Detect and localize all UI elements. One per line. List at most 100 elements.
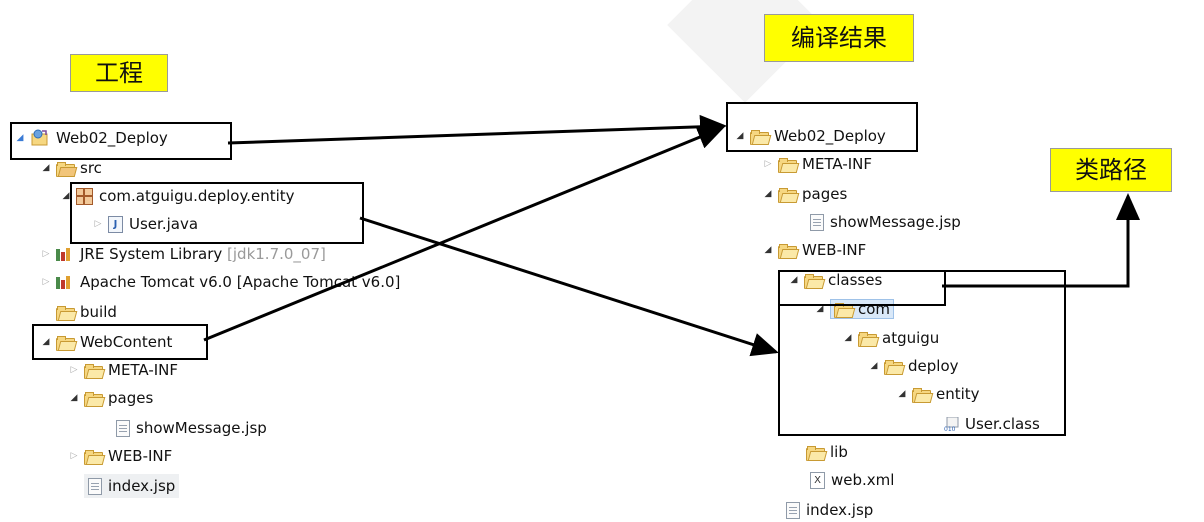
right-deploy-label: deploy bbox=[908, 357, 959, 375]
right-web-inf-node[interactable]: ◢ WEB-INF bbox=[762, 238, 867, 262]
java-file-icon: J bbox=[108, 215, 123, 233]
right-show-message-label: showMessage.jsp bbox=[830, 213, 961, 231]
classpath-callout-text: 类路径 bbox=[1075, 156, 1147, 184]
collapse-arrow-icon[interactable]: ▷ bbox=[42, 277, 50, 287]
right-user-class-label: User.class bbox=[965, 415, 1040, 433]
expand-arrow-icon[interactable]: ◢ bbox=[736, 131, 744, 141]
folder-icon bbox=[56, 335, 78, 351]
right-web-xml-node[interactable]: X web.xml bbox=[810, 468, 894, 492]
package-icon bbox=[76, 187, 93, 205]
left-jre-version: [jdk1.7.0_07] bbox=[227, 245, 326, 263]
right-meta-inf-node[interactable]: ▷ META-INF bbox=[762, 152, 873, 176]
folder-icon bbox=[84, 449, 106, 465]
collapse-arrow-icon[interactable]: ▷ bbox=[70, 365, 78, 375]
svg-text:010: 010 bbox=[944, 426, 956, 432]
folder-icon bbox=[806, 445, 828, 461]
left-webcontent-label: WebContent bbox=[80, 333, 173, 351]
right-web-inf-label: WEB-INF bbox=[802, 241, 867, 259]
xml-file-icon: X bbox=[810, 471, 825, 489]
left-meta-inf-node[interactable]: ▷ META-INF bbox=[68, 358, 179, 382]
expand-arrow-icon[interactable]: ◢ bbox=[898, 389, 906, 399]
folder-icon bbox=[84, 363, 106, 379]
left-user-java-node[interactable]: ▷ J User.java bbox=[92, 212, 198, 236]
folder-icon bbox=[778, 187, 800, 203]
folder-icon bbox=[912, 387, 934, 403]
right-index-node[interactable]: index.jsp bbox=[786, 498, 873, 522]
right-classes-label-frame bbox=[778, 270, 946, 306]
right-project-label: Web02_Deploy bbox=[774, 127, 886, 145]
folder-icon bbox=[778, 157, 800, 173]
collapse-arrow-icon[interactable]: ▷ bbox=[94, 219, 102, 229]
classpath-callout: 类路径 bbox=[1050, 148, 1172, 192]
folder-icon bbox=[858, 331, 880, 347]
right-classes-node[interactable]: ◢ classes bbox=[788, 268, 883, 292]
left-web-inf-node[interactable]: ▷ WEB-INF bbox=[68, 444, 173, 468]
right-user-class-node[interactable]: 010 User.class bbox=[944, 412, 1040, 436]
project-callout: 工程 bbox=[70, 54, 168, 92]
left-tomcat-label: Apache Tomcat v6.0 bbox=[80, 273, 232, 291]
right-entity-label: entity bbox=[936, 385, 980, 403]
expand-arrow-icon[interactable]: ◢ bbox=[42, 163, 50, 173]
left-build-node[interactable]: build bbox=[56, 300, 117, 324]
left-src-node[interactable]: ◢ src bbox=[40, 156, 102, 180]
left-src-label: src bbox=[80, 159, 102, 177]
left-jre-node[interactable]: ▷ JRE System Library [jdk1.7.0_07] bbox=[40, 242, 326, 266]
left-meta-inf-label: META-INF bbox=[108, 361, 179, 379]
left-project-label: Web02_Deploy bbox=[56, 129, 168, 147]
right-deploy-node[interactable]: ◢ deploy bbox=[868, 354, 959, 378]
right-pages-node[interactable]: ◢ pages bbox=[762, 182, 848, 206]
folder-icon bbox=[750, 129, 772, 145]
left-build-label: build bbox=[80, 303, 117, 321]
expand-arrow-icon[interactable]: ◢ bbox=[844, 333, 852, 343]
source-to-classes-arrow bbox=[359, 216, 779, 357]
right-pages-label: pages bbox=[802, 185, 848, 203]
left-webcontent-node[interactable]: ◢ WebContent bbox=[40, 330, 173, 354]
right-atguigu-node[interactable]: ◢ atguigu bbox=[842, 326, 940, 350]
class-file-icon: 010 bbox=[944, 416, 960, 433]
left-index-label: index.jsp bbox=[108, 477, 176, 495]
left-package-node[interactable]: ◢ com.atguigu.deploy.entity bbox=[60, 184, 295, 208]
jsp-file-icon bbox=[88, 477, 102, 495]
left-package-frame bbox=[70, 182, 364, 244]
expand-arrow-icon[interactable]: ◢ bbox=[764, 189, 772, 199]
folder-icon bbox=[56, 305, 78, 321]
right-project-node[interactable]: ◢ Web02_Deploy bbox=[734, 124, 886, 148]
left-package-label: com.atguigu.deploy.entity bbox=[99, 187, 295, 205]
collapse-arrow-icon[interactable]: ▷ bbox=[42, 249, 50, 259]
left-show-message-label: showMessage.jsp bbox=[136, 419, 267, 437]
left-webcontent-frame bbox=[32, 324, 208, 360]
right-web-xml-label: web.xml bbox=[831, 471, 895, 489]
right-show-message-node[interactable]: showMessage.jsp bbox=[810, 210, 961, 234]
compiled-callout-text: 编译结果 bbox=[791, 24, 887, 52]
right-meta-inf-label: META-INF bbox=[802, 155, 873, 173]
expand-arrow-icon[interactable]: ◢ bbox=[42, 337, 50, 347]
right-lib-node[interactable]: lib bbox=[806, 440, 848, 464]
collapse-arrow-icon[interactable]: ▷ bbox=[70, 451, 78, 461]
right-index-label: index.jsp bbox=[806, 501, 874, 519]
expand-arrow-icon[interactable]: ◢ bbox=[764, 245, 772, 255]
collapse-arrow-icon[interactable]: ▷ bbox=[764, 159, 772, 169]
library-icon bbox=[56, 247, 74, 261]
compiled-callout: 编译结果 bbox=[764, 14, 914, 62]
classpath-arrow bbox=[942, 193, 1140, 288]
expand-arrow-icon[interactable]: ◢ bbox=[870, 361, 878, 371]
source-folder-icon bbox=[56, 161, 78, 177]
expand-arrow-icon[interactable]: ◢ bbox=[16, 133, 24, 143]
folder-icon bbox=[778, 243, 800, 259]
right-classes-label: classes bbox=[828, 271, 883, 289]
left-project-node[interactable]: ◢ Web02_Deploy bbox=[14, 126, 168, 150]
right-lib-label: lib bbox=[830, 443, 848, 461]
left-project-frame bbox=[10, 122, 232, 160]
right-entity-node[interactable]: ◢ entity bbox=[896, 382, 980, 406]
expand-arrow-icon[interactable]: ◢ bbox=[816, 304, 824, 314]
jsp-file-icon bbox=[810, 213, 824, 231]
folder-icon bbox=[804, 273, 826, 289]
left-show-message-node[interactable]: showMessage.jsp bbox=[116, 416, 267, 440]
expand-arrow-icon[interactable]: ◢ bbox=[70, 393, 78, 403]
expand-arrow-icon[interactable]: ◢ bbox=[790, 275, 798, 285]
left-pages-node[interactable]: ◢ pages bbox=[68, 386, 154, 410]
left-index-node[interactable]: index.jsp bbox=[84, 474, 180, 498]
expand-arrow-icon[interactable]: ◢ bbox=[62, 191, 70, 201]
folder-icon bbox=[884, 359, 906, 375]
left-web-inf-label: WEB-INF bbox=[108, 447, 173, 465]
